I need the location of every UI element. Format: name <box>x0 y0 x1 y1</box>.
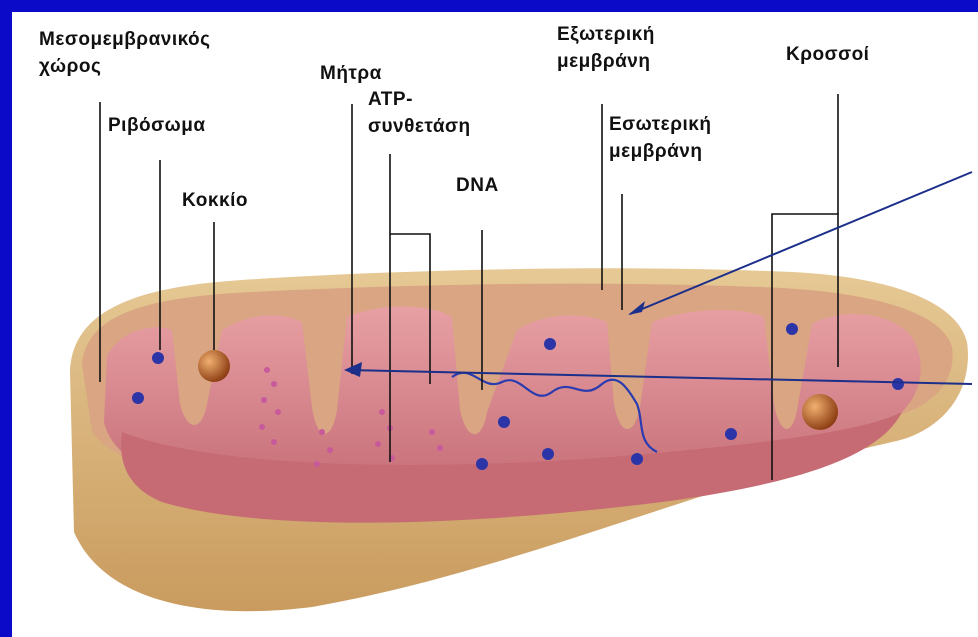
label-dna: DNA <box>456 175 499 196</box>
label-ribosome: Ριβόσωμα <box>108 115 206 136</box>
label-granule: Κοκκίο <box>182 190 248 211</box>
label-cristae: Κροσσοί <box>786 44 869 65</box>
label-inner-membrane-line1: Εσωτερική <box>609 114 711 135</box>
label-atp-synthase-line2: συνθετάση <box>368 116 471 137</box>
mitochondrion-diagram: Μεσομεμβρανικός χώρος Ριβόσωμα Κοκκίο Μή… <box>12 12 978 637</box>
label-intermembrane-space-line2: χώρος <box>39 56 101 77</box>
label-intermembrane-space-line1: Μεσομεμβρανικός <box>39 29 211 50</box>
diagram-panel: Μεσομεμβρανικός χώρος Ριβόσωμα Κοκκίο Μή… <box>12 12 978 637</box>
granule-left <box>198 350 230 382</box>
label-atp-synthase-line1: ATP- <box>368 89 413 110</box>
label-matrix: Μήτρα <box>320 63 382 84</box>
label-outer-membrane-line2: μεμβράνη <box>557 51 650 72</box>
label-inner-membrane-line2: μεμβράνη <box>609 141 702 162</box>
granule-right <box>802 394 838 430</box>
label-outer-membrane-line1: Εξωτερική <box>557 24 655 45</box>
